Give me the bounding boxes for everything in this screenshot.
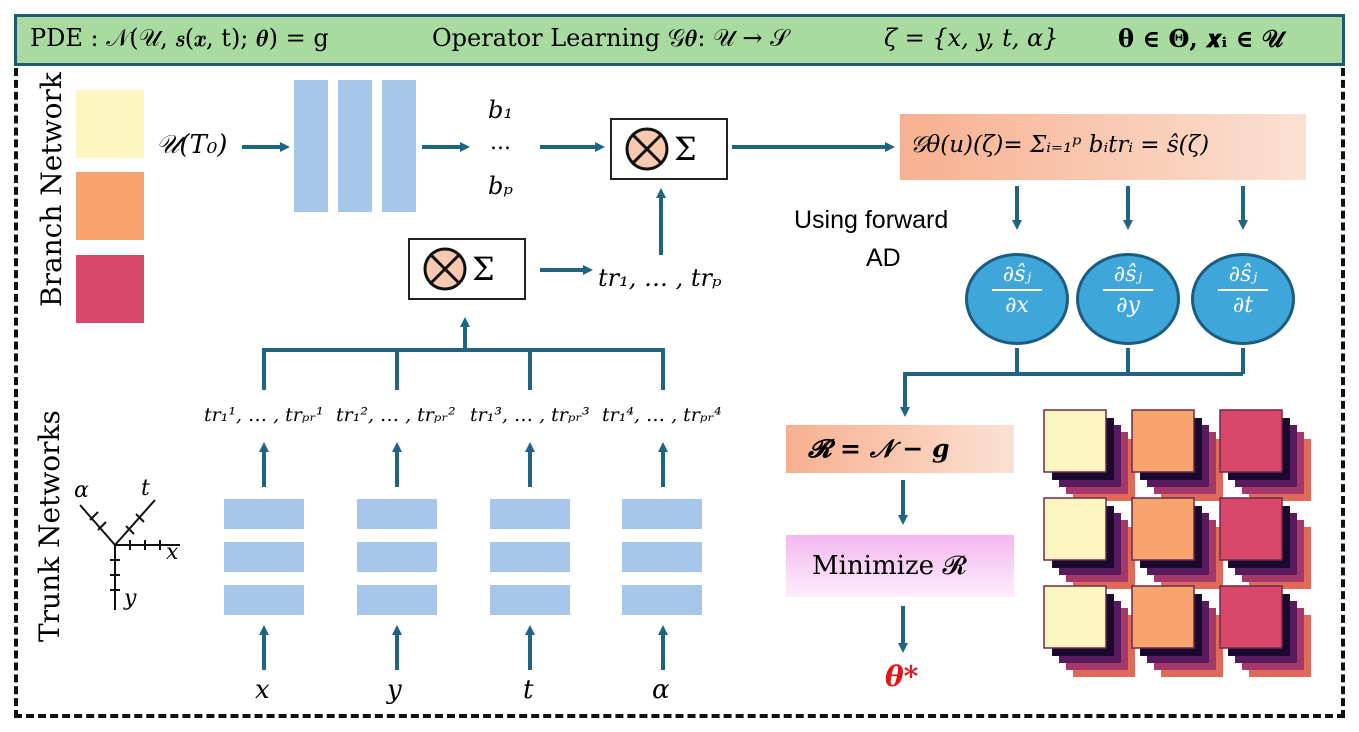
trunk3-layer-2: [490, 542, 570, 572]
forward-ad-label-1: Using forward: [794, 206, 949, 234]
trunk-sum-output: tr₁, … , trₚ: [598, 264, 722, 292]
trunk-input-x: x: [255, 675, 270, 705]
axis-label-x: x: [166, 540, 179, 565]
trunk-output-3: tr₁³, … , trₚᵣ³: [470, 404, 590, 426]
bp-label: bₚ: [488, 172, 513, 200]
branch-layer-2: [338, 80, 372, 212]
trunk-input-y: y: [387, 675, 402, 705]
trunk3-layer-1: [490, 499, 570, 529]
trunk-output-4: tr₁⁴, … , trₚᵣ⁴: [602, 404, 722, 426]
branch-network-label: Branch Network: [35, 72, 68, 307]
operator-learning-label: Operator Learning 𝒢𝜽: 𝒰 → 𝒮: [432, 24, 789, 52]
otimes-icon: [423, 247, 467, 291]
b-dots: ...: [490, 130, 511, 155]
derivative-dt-den: ∂t: [1232, 293, 1254, 318]
trunk1-layer-2: [224, 542, 304, 572]
branch-layer-3: [382, 80, 416, 212]
sum-symbol-trunk: Σ: [472, 250, 495, 288]
trunk-output-2: tr₁², … , trₚᵣ²: [336, 404, 456, 426]
operator-output-box: [900, 114, 1306, 180]
swatch-red: [76, 255, 144, 323]
sum-symbol-top: Σ: [674, 130, 697, 168]
trunk-output-1: tr₁¹, … , trₚᵣ¹: [204, 404, 324, 426]
derivative-dx-num: ∂ŝⱼ: [1002, 262, 1032, 287]
product-sum-box-top: Σ: [610, 118, 728, 180]
derivative-dx-circle: ∂ŝⱼ ∂x: [965, 253, 1069, 345]
trunk4-layer-1: [622, 499, 702, 529]
derivative-dy-circle: ∂ŝⱼ ∂y: [1076, 253, 1180, 345]
residual-box: [786, 425, 1014, 473]
parameter-sets: 𝛉 ∈ 𝚯, 𝒙ᵢ ∈ 𝒰: [1118, 24, 1284, 53]
derivative-dy-num: ∂ŝⱼ: [1113, 262, 1143, 287]
minimize-label: Minimize 𝓡: [812, 551, 967, 581]
pde-equation: PDE : 𝒩(𝒰, 𝒔(𝒙, t); 𝜽) = g: [30, 24, 329, 52]
diagram-frame: [14, 68, 1345, 718]
swatch-orange: [76, 172, 144, 240]
axis-label-y: y: [124, 586, 137, 611]
trunk2-layer-3: [357, 585, 437, 615]
forward-ad-label-2: AD: [866, 244, 901, 272]
trunk2-layer-2: [357, 542, 437, 572]
branch-input-label: 𝒰(T₀): [156, 130, 228, 160]
trunk1-layer-3: [224, 585, 304, 615]
swatch-light: [76, 90, 144, 158]
zeta-definition: ζ = {x, y, t, α}: [884, 24, 1059, 52]
axis-label-alpha: α: [74, 478, 89, 503]
otimes-icon: [625, 127, 669, 171]
branch-layer-1: [294, 80, 328, 212]
trunk4-layer-3: [622, 585, 702, 615]
derivative-dx-den: ∂x: [1005, 293, 1029, 318]
trunk-input-t: t: [523, 675, 534, 705]
derivative-dy-den: ∂y: [1116, 293, 1140, 318]
minimize-box: [786, 535, 1014, 597]
derivative-dt-num: ∂ŝⱼ: [1228, 262, 1258, 287]
operator-output-formula: 𝒢θ(u)(ζ)= Σᵢ₌₁ᵖ bᵢtrᵢ = ŝ(ζ): [910, 132, 1210, 158]
header-bar: [14, 14, 1345, 66]
axis-label-t: t: [141, 476, 150, 501]
trunk-networks-label: Trunk Networks: [33, 410, 66, 642]
trunk2-layer-1: [357, 499, 437, 529]
derivative-dt-circle: ∂ŝⱼ ∂t: [1191, 253, 1295, 345]
trunk4-layer-2: [622, 542, 702, 572]
b1-label: b₁: [488, 96, 513, 124]
optimal-theta-label: θ*: [885, 660, 919, 693]
trunk1-layer-1: [224, 499, 304, 529]
product-sum-box-trunk: Σ: [408, 238, 526, 300]
trunk3-layer-3: [490, 585, 570, 615]
trunk-input-alpha: α: [652, 675, 670, 705]
residual-formula: 𝓡 = 𝒩 − 𝒈: [808, 434, 950, 463]
